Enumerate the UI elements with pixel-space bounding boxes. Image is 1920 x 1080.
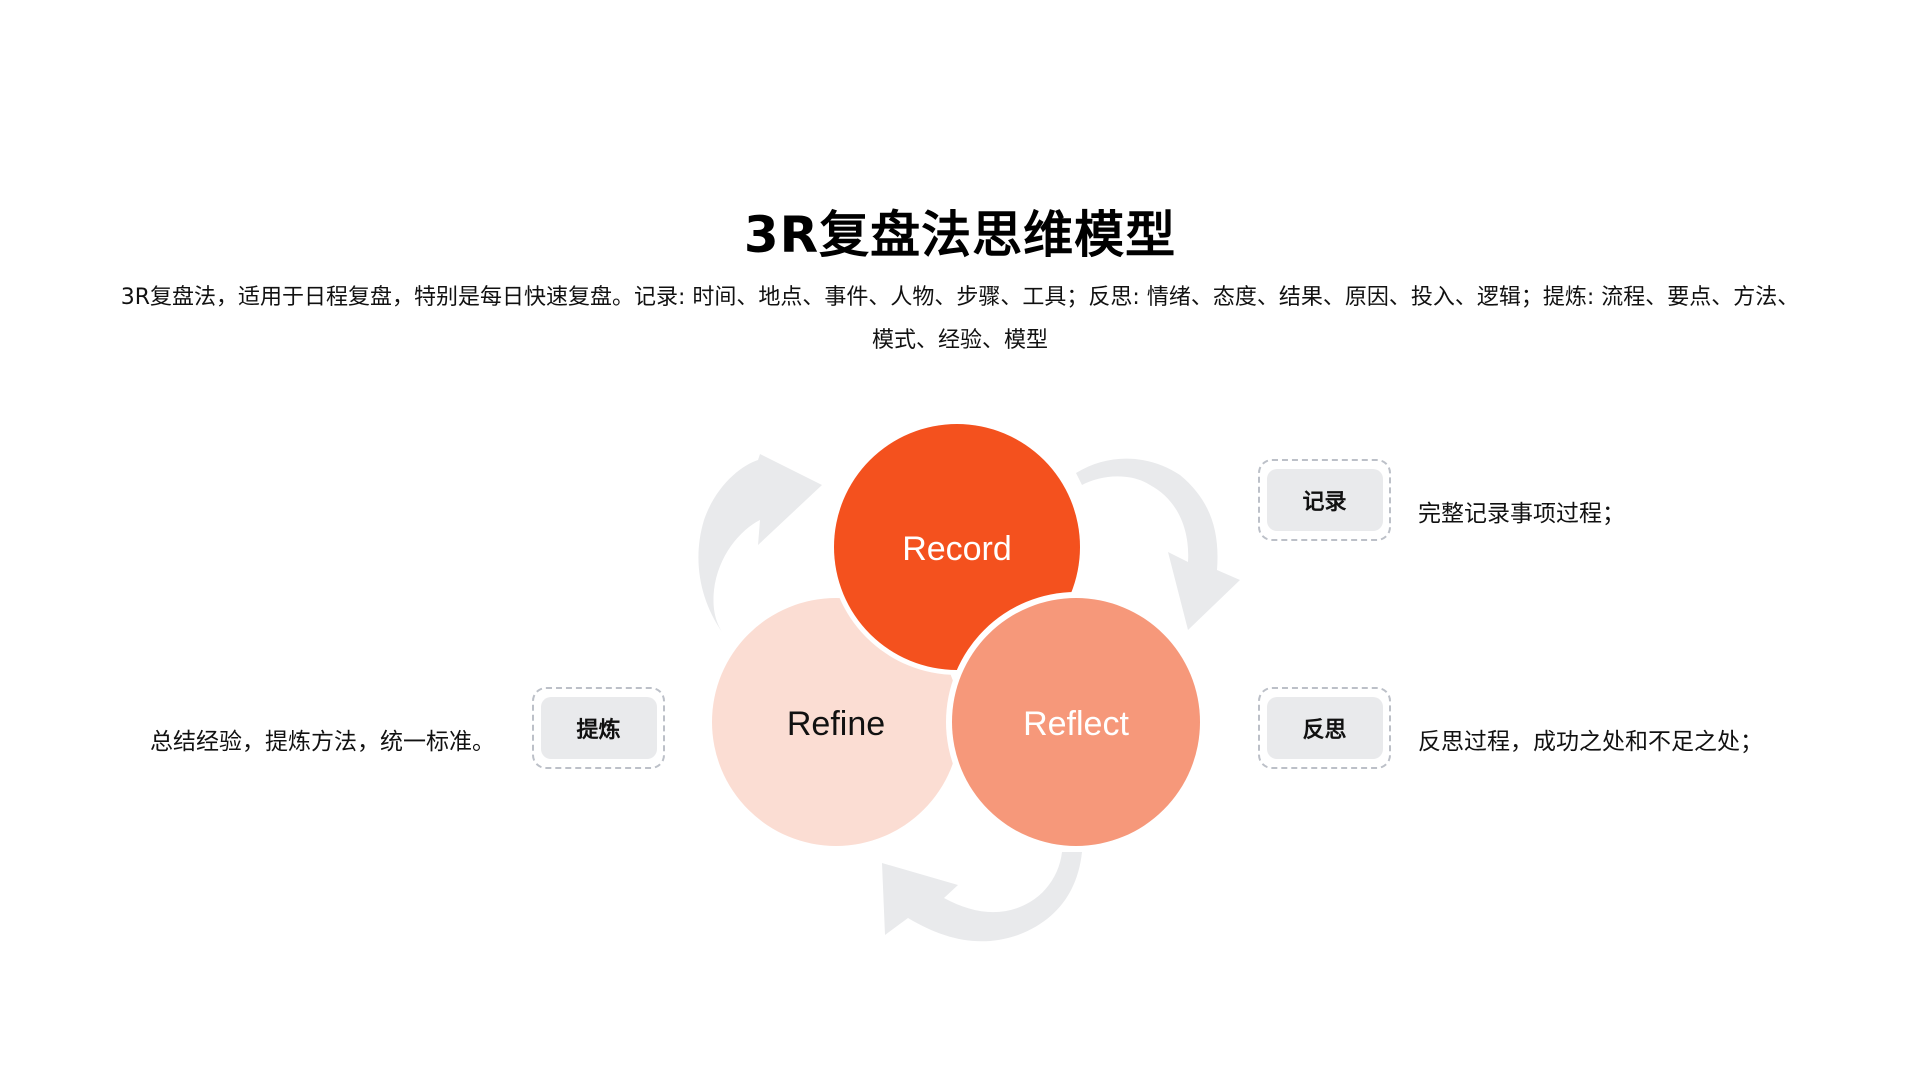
reflect-tag-box: 反思 bbox=[1258, 687, 1391, 769]
cycle-arrow-left-icon bbox=[698, 454, 822, 632]
reflect-description: 反思过程，成功之处和不足之处； bbox=[1418, 729, 1763, 755]
record-description: 完整记录事项过程； bbox=[1418, 501, 1625, 527]
refine-label: Refine bbox=[787, 705, 885, 743]
refine-tag: 提炼 bbox=[540, 697, 657, 759]
record-tag: 记录 bbox=[1266, 469, 1383, 531]
reflect-circle-fill bbox=[952, 598, 1200, 846]
record-label: Record bbox=[902, 530, 1012, 568]
refine-tag-box: 提炼 bbox=[532, 687, 665, 769]
subtitle: 3R复盘法，适用于日程复盘，特别是每日快速复盘。记录: 时间、地点、事件、人物、… bbox=[120, 285, 1800, 353]
reflect-tag: 反思 bbox=[1266, 697, 1383, 759]
cycle-arrow-bottom-icon bbox=[882, 852, 1082, 942]
record-tag-box: 记录 bbox=[1258, 459, 1391, 541]
refine-description: 总结经验，提炼方法，统一标准。 bbox=[150, 729, 495, 755]
page-title: 3R复盘法思维模型 bbox=[743, 206, 1177, 264]
cycle-arrow-right-icon bbox=[1076, 458, 1240, 630]
reflect-label: Reflect bbox=[1023, 705, 1129, 743]
